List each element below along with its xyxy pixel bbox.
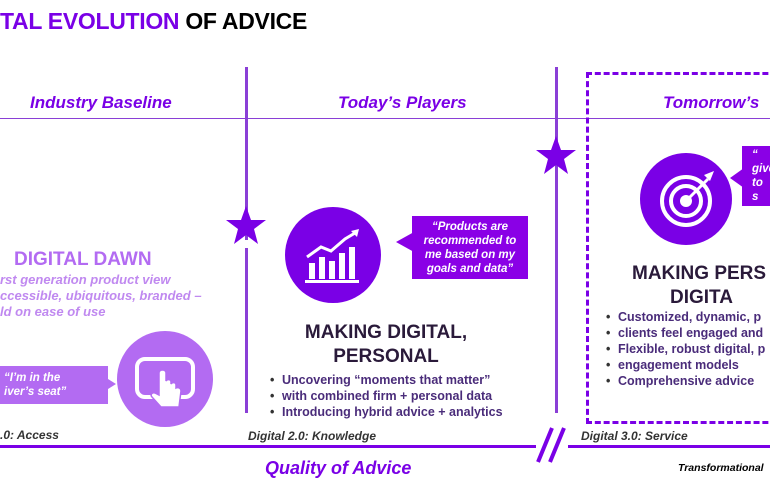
stage-label-right: Digital 3.0: Service <box>581 429 688 443</box>
middle-quote-bubble: “Products are recommended to me based on… <box>412 216 528 279</box>
column-header-baseline: Industry Baseline <box>30 93 172 112</box>
star-icon <box>226 206 266 244</box>
right-heading: MAKING PERS DIGITA <box>632 263 767 308</box>
column-header-today: Today’s Players <box>338 93 467 112</box>
star-icon <box>536 136 576 174</box>
middle-heading: MAKING DIGITAL, PERSONAL <box>304 322 468 367</box>
left-quote-bubble: “I’m in the iver’s seat” <box>0 366 108 404</box>
right-quote-bubble: “ give to s <box>742 146 770 206</box>
list-item: Comprehensive advice <box>604 373 765 389</box>
quote-pointer <box>100 374 116 394</box>
separator-2-top <box>555 67 558 155</box>
left-heading: DIGITAL DAWN <box>14 249 152 270</box>
growth-chart-icon <box>285 207 381 303</box>
title-part-2: OF ADVICE <box>179 8 308 34</box>
tomorrow-dashed-frame <box>586 72 770 424</box>
axis-label: Quality of Advice <box>265 458 412 478</box>
separator-2-bottom <box>555 165 558 413</box>
quality-axis-line <box>0 445 770 448</box>
stage-label-left: .0: Access <box>0 428 59 442</box>
target-arrow-icon <box>640 153 732 245</box>
column-header-tomorrow: Tomorrow’s <box>663 93 760 112</box>
separator-1-top <box>245 67 248 240</box>
left-description: rst generation product view ccessible, u… <box>0 272 202 319</box>
list-item: clients feel engaged and <box>604 325 765 341</box>
list-item: Uncovering “moments that matter” <box>268 372 503 388</box>
title-part-1: TAL EVOLUTION <box>0 8 180 34</box>
list-item: engagement models <box>604 357 765 373</box>
quote-pointer <box>730 168 744 188</box>
right-bullet-list: Customized, dynamic, p clients feel enga… <box>604 309 765 389</box>
page-title: TAL EVOLUTION OF ADVICE <box>0 8 307 35</box>
stage-label-middle: Digital 2.0: Knowledge <box>248 429 377 443</box>
list-item: Introducing hybrid advice + analytics <box>268 404 503 420</box>
quote-pointer <box>396 232 414 252</box>
header-divider <box>0 118 770 119</box>
separator-1-bottom <box>245 248 248 413</box>
middle-bullet-list: Uncovering “moments that matter” with co… <box>268 372 503 420</box>
axis-right-label: Transformational <box>678 462 764 474</box>
tablet-touch-icon <box>117 331 213 427</box>
list-item: Customized, dynamic, p <box>604 309 765 325</box>
list-item: with combined firm + personal data <box>268 388 503 404</box>
axis-break-icon <box>536 427 568 463</box>
list-item: Flexible, robust digital, p <box>604 341 765 357</box>
